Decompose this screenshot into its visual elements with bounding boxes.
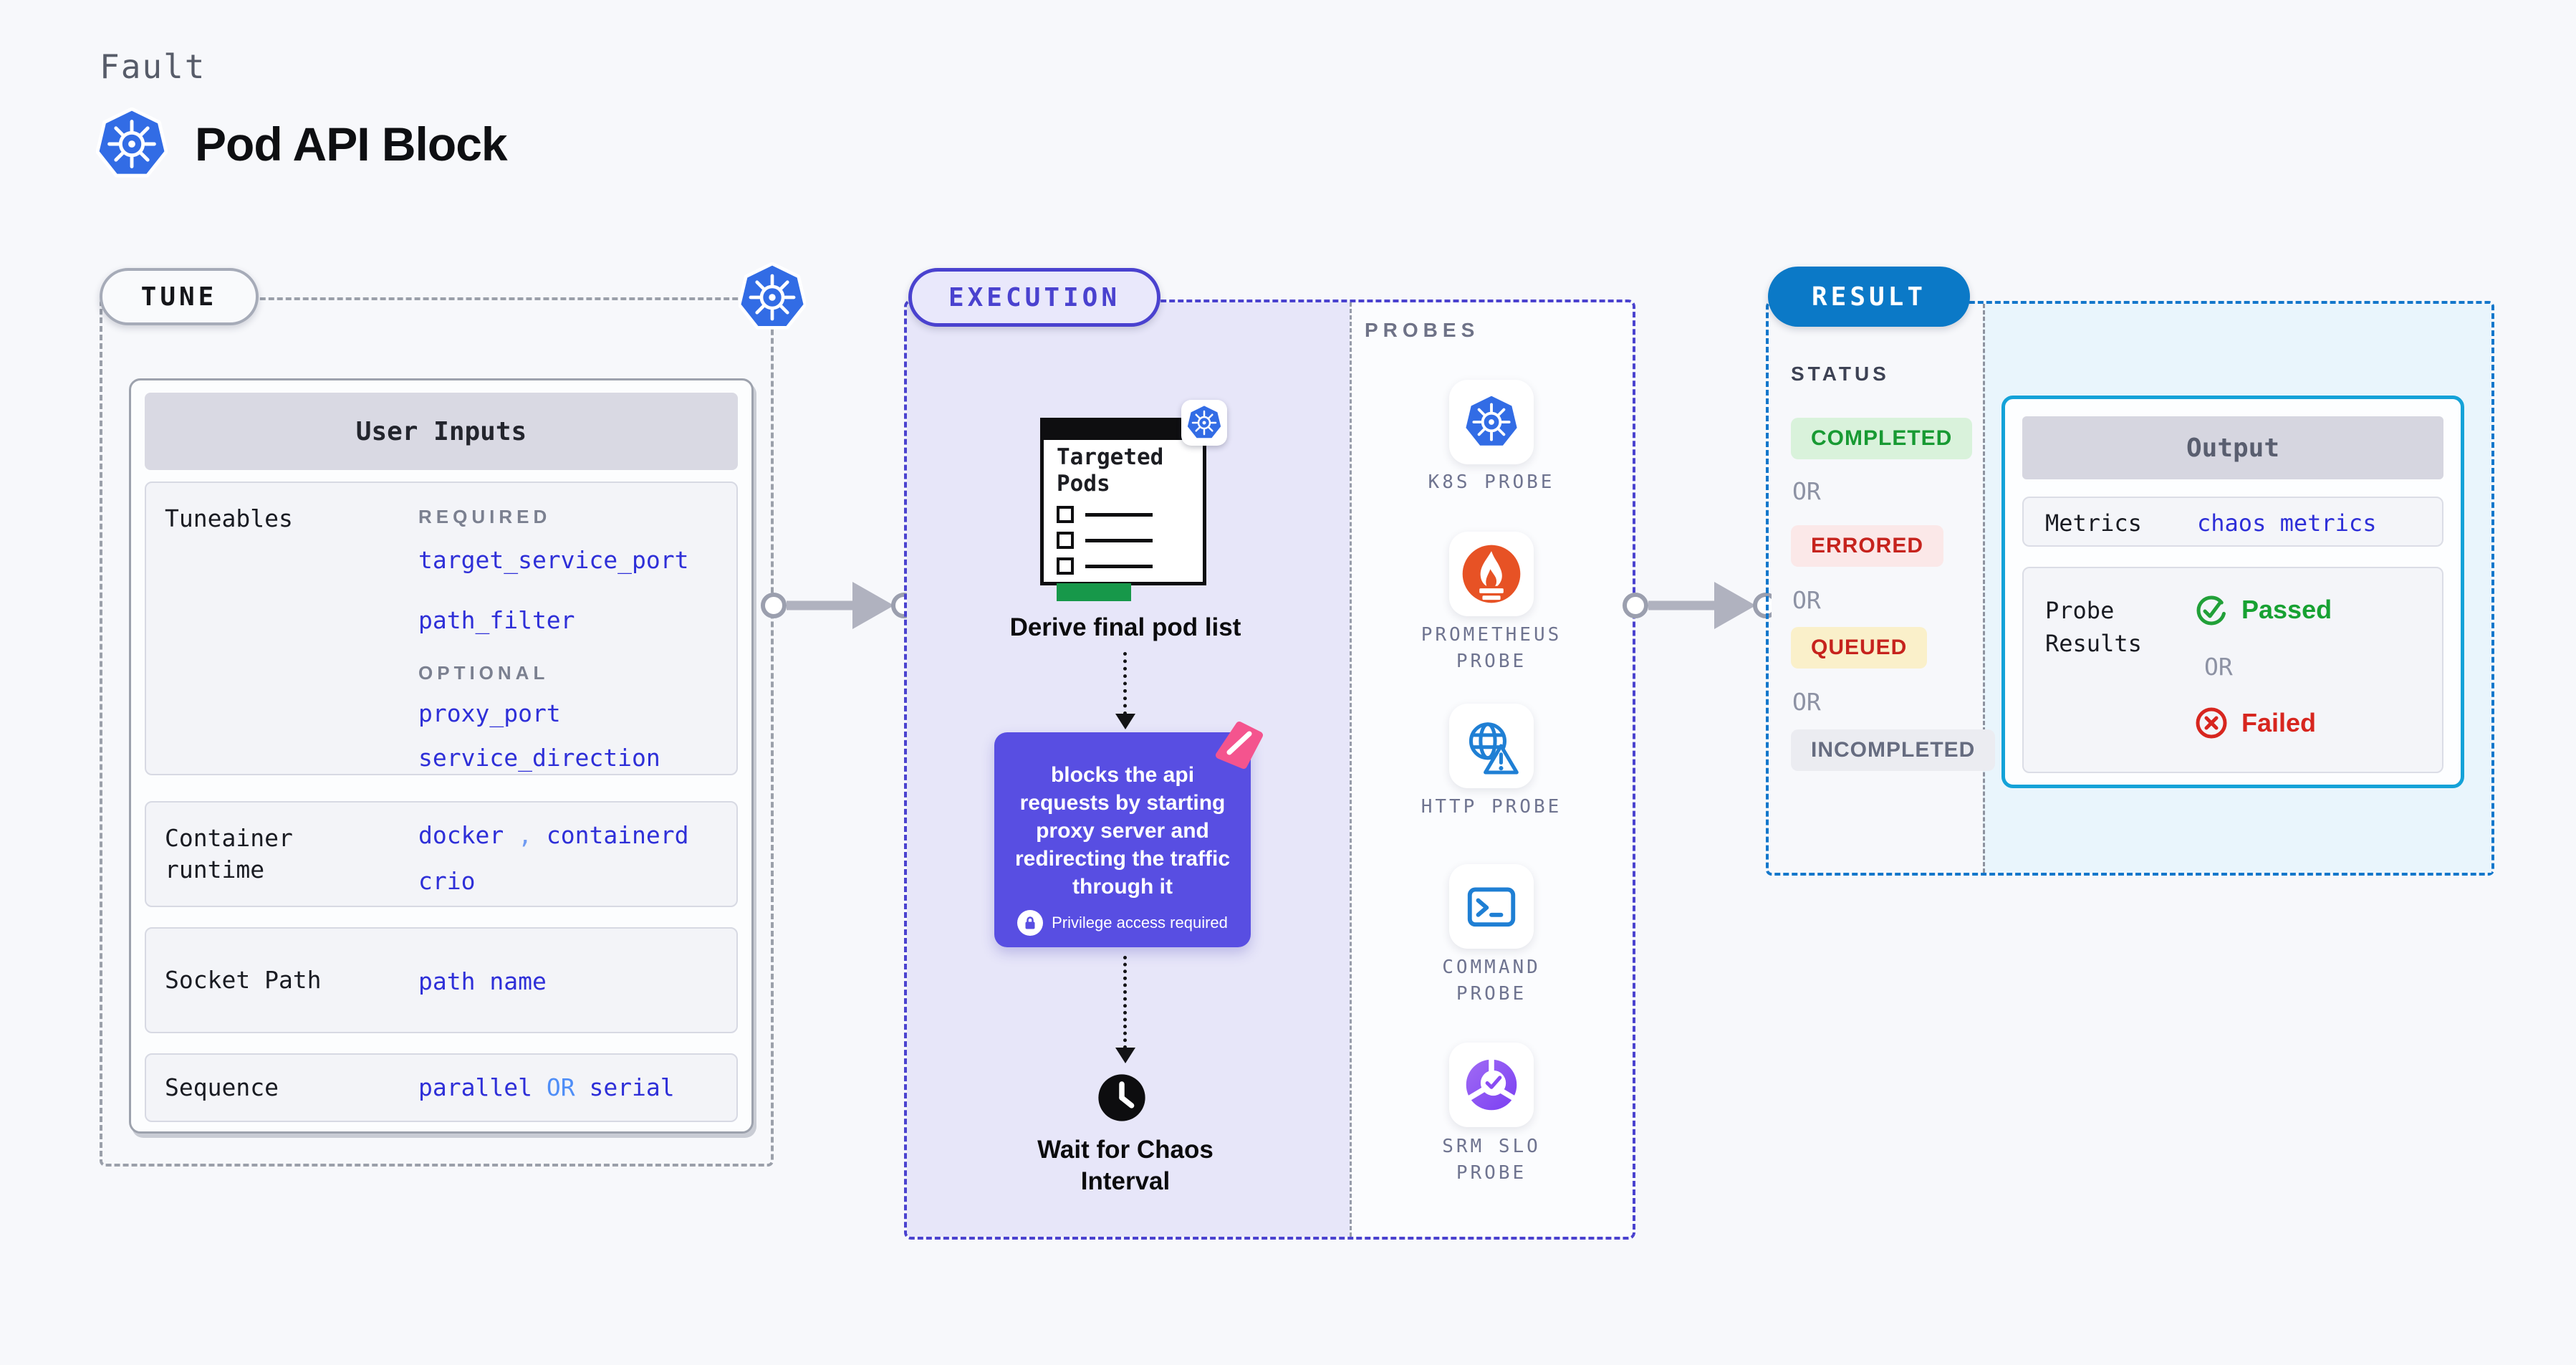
kubernetes-icon — [739, 262, 806, 332]
list-line — [1085, 564, 1153, 568]
output-header: Output — [2022, 416, 2443, 479]
status-badge-queued: QUEUED — [1791, 627, 1928, 669]
probe-label: SRM SLO PROBE — [1442, 1136, 1541, 1184]
tune-badge: TUNE — [100, 268, 259, 325]
pod-list-item — [1057, 532, 1193, 549]
window-top-bar — [1044, 421, 1203, 440]
socket-path-label: Socket Path — [165, 966, 322, 994]
probe-label: HTTP PROBE — [1421, 796, 1562, 818]
k8s-probe-icon — [1449, 380, 1534, 464]
checkbox-icon — [1057, 557, 1074, 575]
passed-result: Passed — [2194, 593, 2332, 627]
result-badge: RESULT — [1768, 267, 1970, 327]
output-box: Output Metrics chaos metrics Probe Resul… — [2001, 396, 2464, 788]
container-runtime-value: crio — [418, 867, 476, 895]
tuneable-value: path_filter — [418, 606, 575, 634]
x-circle-icon — [2196, 707, 2227, 739]
tune-panel — [100, 297, 774, 1167]
or-separator: OR — [546, 1073, 575, 1101]
required-heading: REQUIRED — [418, 506, 552, 527]
privilege-note: Privilege access required — [1052, 914, 1228, 931]
metrics-label: Metrics — [2045, 509, 2142, 537]
flow-arrow-icon — [759, 572, 910, 639]
targeted-pods-title: Targeted Pods — [1057, 444, 1164, 497]
or-label: OR — [1792, 477, 1821, 505]
sequence-row: Sequence parallel OR serial — [145, 1053, 738, 1122]
probe-results-row: Probe Results Passed OR Failed — [2022, 567, 2443, 773]
targeted-pods-card: Targeted Pods — [1040, 400, 1227, 601]
command-probe-icon — [1449, 864, 1534, 949]
http-probe-icon — [1449, 704, 1534, 788]
metrics-value: chaos metrics — [2197, 509, 2377, 537]
clock-icon — [1098, 1074, 1145, 1121]
fault-action-box: blocks the api requests by starting prox… — [994, 722, 1263, 947]
tuneables-label: Tuneables — [165, 504, 293, 532]
container-runtime-row: Container runtime docker , containerd cr… — [145, 801, 738, 907]
failed-result: Failed — [2194, 706, 2316, 740]
status-badge-completed: COMPLETED — [1791, 418, 1973, 459]
check-circle-icon — [2196, 595, 2226, 626]
sequence-value: parallel OR serial — [418, 1073, 675, 1101]
tuneables-row: Tuneables REQUIRED target_service_port p… — [145, 482, 738, 775]
probes-heading: PROBES — [1365, 319, 1480, 341]
or-label: OR — [1792, 586, 1821, 614]
comma-separator: , — [518, 821, 532, 849]
probe-results-label: Probe Results — [2045, 597, 2142, 657]
pod-list-item — [1057, 506, 1193, 523]
tuneable-value: target_service_port — [418, 546, 689, 574]
tuneable-value: proxy_port — [418, 699, 561, 727]
dotted-connector — [1123, 956, 1127, 1049]
or-label: OR — [2204, 653, 2233, 681]
status-badge-errored: ERRORED — [1791, 525, 1944, 567]
derive-pod-list-label: Derive final pod list — [1009, 613, 1241, 641]
sequence-label: Sequence — [165, 1073, 279, 1101]
container-runtime-label: Container runtime — [165, 824, 293, 883]
pod-list-item — [1057, 557, 1193, 575]
list-line — [1085, 538, 1153, 542]
user-inputs-header: User Inputs — [145, 393, 738, 470]
page-title: Pod API Block — [195, 118, 508, 171]
litmus-chaos-icon — [1216, 722, 1263, 769]
socket-path-row: Socket Path path name — [145, 927, 738, 1033]
container-runtime-values: docker , containerd — [418, 821, 689, 849]
wait-chaos-interval-label: Wait for Chaos Interval — [1037, 1136, 1213, 1195]
fault-kicker: Fault — [100, 47, 206, 86]
lock-icon — [1017, 910, 1044, 936]
progress-bar — [1057, 583, 1131, 601]
status-badge-incompleted: INCOMPLETED — [1791, 729, 1996, 771]
probe-label: COMMAND PROBE — [1442, 957, 1541, 1005]
kubernetes-icon — [96, 107, 168, 181]
kubernetes-icon — [1181, 400, 1227, 446]
prometheus-probe-icon — [1449, 532, 1534, 616]
optional-heading: OPTIONAL — [418, 662, 549, 684]
checkbox-icon — [1057, 506, 1074, 523]
dotted-connector — [1123, 652, 1127, 715]
list-line — [1085, 512, 1153, 517]
status-heading: STATUS — [1791, 363, 1890, 385]
metrics-row: Metrics chaos metrics — [2022, 497, 2443, 547]
probe-label: PROMETHEUS PROBE — [1421, 624, 1562, 672]
or-label: OR — [1792, 688, 1821, 716]
flow-arrow-icon — [1621, 572, 1772, 639]
privilege-note-row: Privilege access required — [994, 910, 1251, 936]
page-title-row: Pod API Block — [96, 107, 508, 181]
tuneable-value: service_direction — [418, 744, 660, 772]
checkbox-icon — [1057, 532, 1074, 549]
srm-slo-probe-icon — [1449, 1043, 1534, 1127]
arrowhead-icon — [1115, 1048, 1135, 1063]
arrowhead-icon — [1115, 714, 1135, 729]
probe-label: K8S PROBE — [1428, 471, 1555, 493]
execution-badge: EXECUTION — [908, 268, 1160, 327]
socket-path-value: path name — [418, 967, 547, 995]
fault-action-text: blocks the api requests by starting prox… — [1014, 763, 1231, 899]
